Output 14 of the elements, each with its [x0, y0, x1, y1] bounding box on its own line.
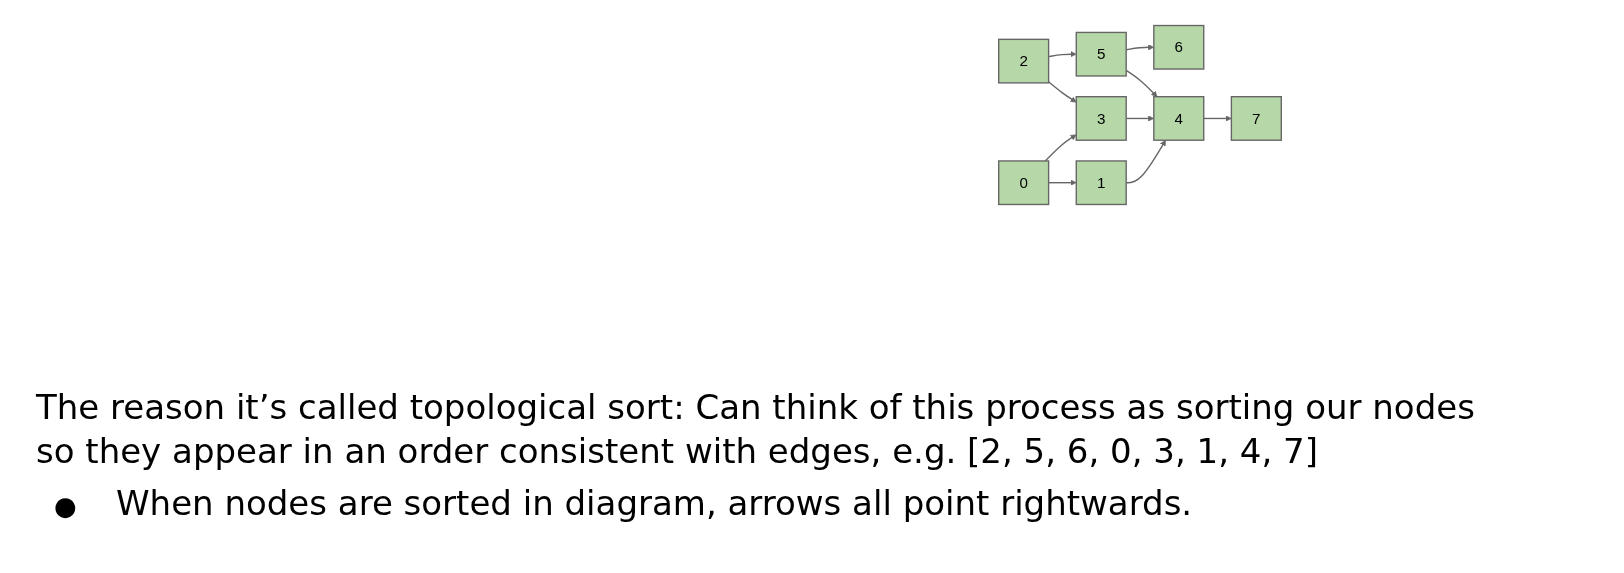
arrow [1203, 115, 1232, 122]
node-box: 0 [998, 160, 1050, 206]
node-box: 3 [1075, 96, 1127, 141]
bullet-text: When nodes are sorted in diagram, arrows all point rightwards. [116, 483, 1193, 524]
bullet-marker: ● [54, 491, 78, 522]
arrow [1044, 134, 1077, 162]
node-box: 5 [1075, 31, 1127, 77]
arrow [1047, 81, 1077, 103]
node-box: 4 [1153, 96, 1205, 141]
node-box: 1 [1075, 160, 1127, 206]
node-box: 2 [998, 38, 1050, 84]
node-box: 6 [1153, 24, 1205, 70]
node-box: 7 [1230, 96, 1282, 141]
paragraph: The reason it’s called topological sort: Can think of this process as sorting our nodes so they appear in an order consistent with edges, e.g. [2, 5, 6, 0, 3, 1, 4, 7] [36, 386, 1476, 474]
